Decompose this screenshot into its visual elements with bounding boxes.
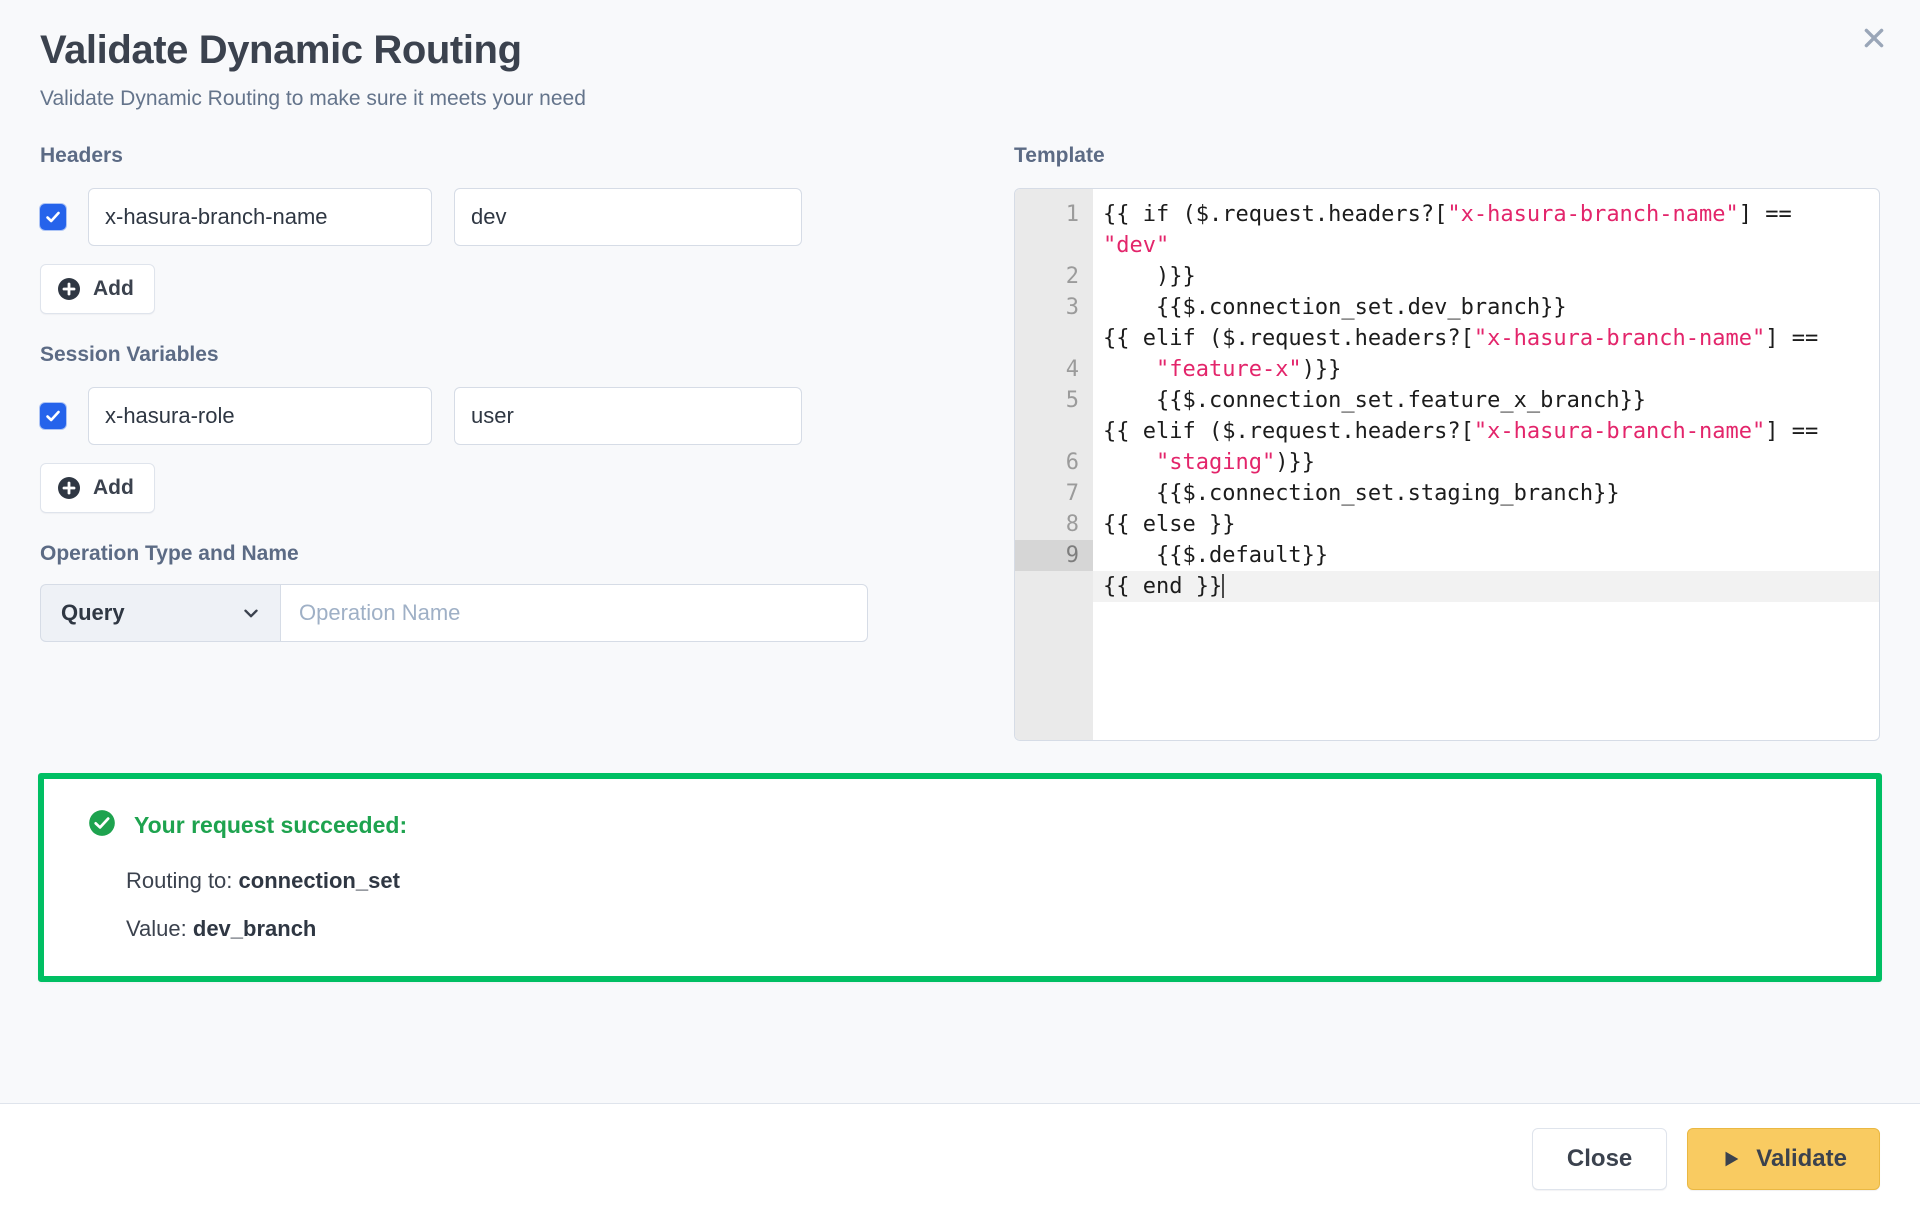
code-text: )}}: [1155, 264, 1196, 290]
line-number: 6: [1065, 450, 1079, 476]
operation-name-input[interactable]: [280, 584, 868, 643]
code-text: {{ elif ($.request.headers?[: [1103, 419, 1474, 445]
headers-section-label: Headers: [40, 144, 123, 168]
add-header-label: Add: [93, 277, 134, 301]
code-text: ] ==: [1765, 419, 1819, 445]
operation-section-label: Operation Type and Name: [40, 542, 299, 566]
plus-circle-icon: [57, 476, 81, 500]
add-header-button[interactable]: Add: [40, 264, 155, 315]
line-number: 9: [1015, 540, 1093, 572]
template-section-label: Template: [1014, 144, 1105, 168]
session-variable-enabled-checkbox[interactable]: [40, 403, 66, 430]
operation-type-value: Query: [61, 600, 125, 626]
page-title: Validate Dynamic Routing: [40, 28, 522, 72]
editor-code-area[interactable]: {{ if ($.request.headers?["x-hasura-bran…: [1093, 189, 1879, 740]
result-routing-line: Routing to: connection_set: [44, 868, 1876, 894]
modal-header: Validate Dynamic Routing Validate Dynami…: [0, 0, 1920, 111]
code-text: {{$.default}}: [1103, 543, 1329, 569]
chevron-down-icon: [240, 602, 262, 624]
code-string: "dev": [1103, 233, 1170, 259]
text-caret: [1222, 574, 1225, 599]
result-value-line: Value: dev_branch: [44, 916, 1876, 942]
result-routing-label: Routing to:: [126, 868, 233, 894]
result-routing-value: connection_set: [238, 868, 400, 894]
check-circle-icon: [88, 809, 116, 842]
add-session-variable-button[interactable]: Add: [40, 463, 155, 514]
line-number: 4: [1065, 357, 1079, 383]
code-text: {{ if ($.request.headers?[: [1103, 202, 1448, 228]
add-session-variable-label: Add: [93, 476, 134, 500]
code-text: ] ==: [1765, 326, 1819, 352]
operation-type-select[interactable]: Query: [40, 584, 280, 643]
code-text: ] ==: [1738, 202, 1806, 228]
footer-divider: [0, 1103, 1920, 1104]
code-text: )}}: [1275, 450, 1315, 476]
header-enabled-checkbox[interactable]: [40, 204, 66, 231]
code-line: {{$.connection_set.feature_x_branch}}: [1093, 385, 1879, 416]
modal-footer: Close Validate: [0, 1104, 1920, 1214]
session-variable-key-input[interactable]: [88, 387, 432, 446]
code-text: {{ else }}: [1103, 512, 1236, 538]
line-number: 3: [1065, 295, 1079, 321]
result-header: Your request succeeded:: [44, 809, 1876, 842]
operation-row: Query: [40, 584, 970, 643]
result-title: Your request succeeded:: [134, 812, 408, 839]
code-line: {{ elif ($.request.headers?["x-hasura-br…: [1093, 416, 1879, 478]
session-variables-section-label: Session Variables: [40, 343, 219, 367]
line-number: 5: [1065, 388, 1079, 414]
code-line: {{$.connection_set.staging_branch}}: [1093, 478, 1879, 509]
code-line: {{ end }}: [1093, 571, 1879, 603]
form-column: Headers Add: [40, 145, 970, 741]
code-string: "x-hasura-branch-name": [1473, 326, 1766, 352]
code-string: "feature-x": [1155, 357, 1302, 383]
code-string: "staging": [1155, 450, 1276, 476]
line-number: 2: [1065, 264, 1079, 290]
validate-button-label: Validate: [1756, 1145, 1847, 1172]
body-spacer: [0, 982, 1920, 1103]
code-text: )}}: [1301, 357, 1342, 383]
code-text: {{$.connection_set.staging_branch}}: [1103, 481, 1620, 507]
line-number: 1: [1065, 202, 1079, 228]
header-row: [40, 188, 970, 247]
code-string: "x-hasura-branch-name": [1447, 202, 1739, 228]
play-icon: [1720, 1148, 1742, 1170]
result-value-label: Value:: [126, 916, 187, 942]
header-value-input[interactable]: [454, 188, 802, 247]
code-text: {{$.connection_set.dev_branch}}: [1103, 295, 1567, 321]
close-button[interactable]: Close: [1531, 1128, 1668, 1190]
code-line: {{ if ($.request.headers?["x-hasura-bran…: [1093, 199, 1879, 292]
validation-result-wrap: Your request succeeded: Routing to: conn…: [0, 741, 1920, 983]
page-subtitle: Validate Dynamic Routing to make sure it…: [40, 87, 586, 110]
code-line: {{ elif ($.request.headers?["x-hasura-br…: [1093, 323, 1879, 385]
code-line: {{$.connection_set.dev_branch}}: [1093, 292, 1879, 323]
result-value-value: dev_branch: [192, 916, 317, 942]
code-text: {{ end }}: [1103, 574, 1223, 600]
code-line: {{ else }}: [1093, 509, 1879, 540]
line-number: 8: [1065, 512, 1079, 538]
code-string: "x-hasura-branch-name": [1473, 419, 1766, 445]
session-variable-row: [40, 387, 970, 446]
close-icon[interactable]: [1852, 16, 1896, 60]
code-text: {{$.connection_set.feature_x_branch}}: [1103, 388, 1647, 414]
validation-result-banner: Your request succeeded: Routing to: conn…: [38, 773, 1882, 983]
plus-circle-icon: [57, 277, 81, 301]
line-number: 7: [1065, 481, 1079, 507]
modal-body: Headers Add: [0, 111, 1920, 742]
code-line: {{$.default}}: [1093, 540, 1879, 571]
header-key-input[interactable]: [88, 188, 432, 247]
validate-button[interactable]: Validate: [1687, 1128, 1880, 1190]
code-text: {{ elif ($.request.headers?[: [1103, 326, 1474, 352]
session-variable-value-input[interactable]: [454, 387, 802, 446]
